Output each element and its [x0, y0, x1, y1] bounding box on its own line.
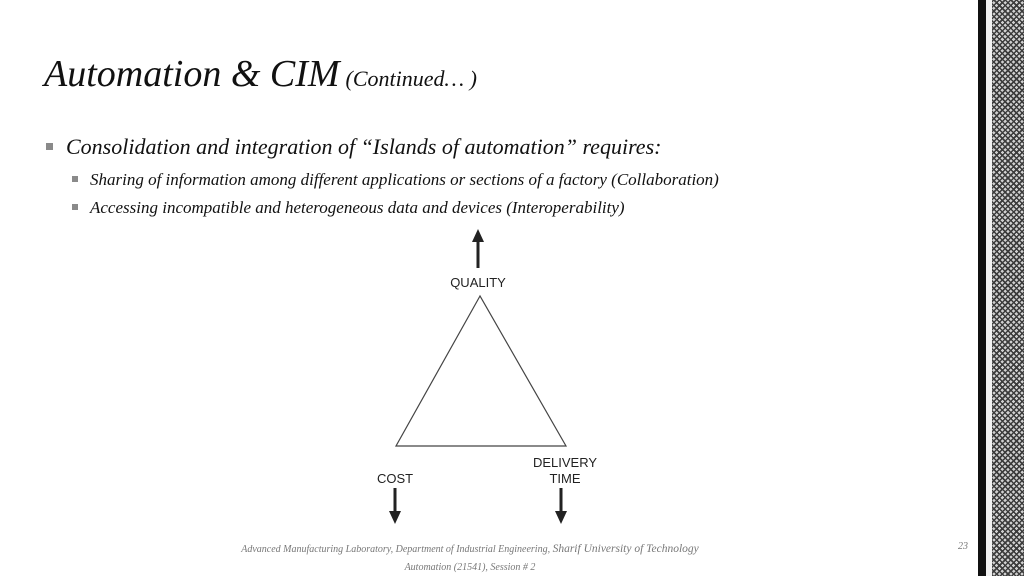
bullet-square-icon	[72, 204, 78, 210]
diagram-label-cost: COST	[377, 471, 413, 486]
bullet-level2: Accessing incompatible and heterogeneous…	[44, 198, 944, 218]
bullet-level2-text: Sharing of information among different a…	[90, 170, 719, 189]
bullet-list: Consolidation and integration of “Island…	[44, 134, 944, 218]
diagram-label-quality: QUALITY	[450, 275, 506, 290]
footer-university: Sharif University of Technology	[552, 543, 699, 555]
footer-lab: Advanced Manufacturing Laboratory, Depar…	[241, 544, 553, 555]
diagram-label-time: TIME	[549, 471, 580, 486]
slide-title-sub: (Continued… )	[345, 66, 477, 91]
bullet-square-icon	[72, 176, 78, 182]
footer-line2: Automation (21541), Session # 2	[404, 562, 536, 573]
bullet-square-icon	[46, 143, 53, 150]
slide-footer: Advanced Manufacturing Laboratory, Depar…	[200, 540, 740, 577]
arrow-down-icon	[389, 488, 401, 524]
bullet-level2: Sharing of information among different a…	[44, 170, 944, 190]
decorative-border	[978, 0, 1024, 576]
bullet-level1-text: Consolidation and integration of “Island…	[66, 134, 662, 159]
page-number: 23	[958, 541, 968, 552]
bullet-level1: Consolidation and integration of “Island…	[44, 134, 944, 160]
triangle-shape	[394, 294, 568, 447]
diagram-label-delivery: DELIVERY	[533, 455, 597, 470]
bullet-level2-text: Accessing incompatible and heterogeneous…	[90, 198, 625, 217]
arrow-down-icon	[555, 488, 567, 524]
slide-title: Automation & CIM(Continued… )	[44, 52, 477, 96]
arrow-up-icon	[472, 229, 484, 268]
footer-line1: Advanced Manufacturing Laboratory, Depar…	[200, 540, 740, 559]
slide-title-main: Automation & CIM	[44, 53, 340, 95]
